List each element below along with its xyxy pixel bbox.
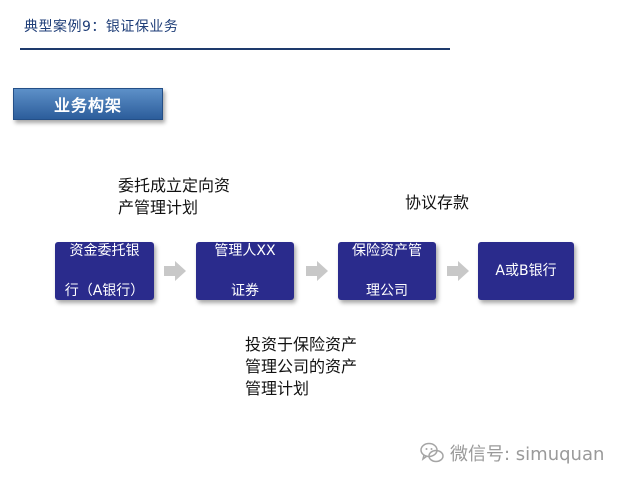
page-title: 典型案例9：银证保业务	[24, 19, 179, 35]
flow-node-bank-a-or-b: A或B银行	[478, 242, 574, 300]
flow-node-1-label: 资金委托银 行（A银行）	[59, 241, 150, 301]
flow-node-manager-securities: 管理人XX 证券	[196, 242, 294, 300]
note-invest-line-1: 投资于保险资产	[245, 335, 358, 354]
right-arrow-icon	[164, 261, 186, 281]
flow-node-fund-entrust-bank: 资金委托银 行（A银行）	[55, 242, 154, 300]
section-badge: 业务构架	[13, 88, 163, 120]
note-entrust: 委托成立定向资 产管理计划	[118, 175, 268, 219]
flow-node-4-label: A或B银行	[495, 263, 557, 279]
flow-node-1-line-1: 资金委托银	[69, 243, 140, 259]
watermark: 微信号: simuquan	[420, 440, 604, 466]
flow-node-2-label: 管理人XX 证券	[200, 241, 290, 301]
flow-node-3-line-1: 保险资产管	[352, 243, 422, 259]
right-arrow-shape	[164, 261, 186, 281]
flow-node-3-label: 保险资产管 理公司	[342, 241, 432, 301]
flow-node-3-line-2: 理公司	[366, 283, 408, 299]
right-arrow-icon	[447, 261, 469, 281]
note-deposit-line-1: 协议存款	[405, 193, 470, 212]
watermark-text: 微信号: simuquan	[450, 444, 605, 465]
section-badge-label: 业务构架	[53, 96, 122, 115]
right-arrow-icon	[306, 261, 328, 281]
right-arrow-shape	[306, 261, 328, 281]
flow-node-insurance-asset-mgmt: 保险资产管 理公司	[338, 242, 436, 300]
flow-node-2-line-2: 证券	[231, 283, 259, 299]
title-divider	[20, 48, 450, 50]
note-deposit: 协议存款	[405, 192, 525, 214]
flow-node-2-line-1: 管理人XX	[214, 243, 276, 259]
note-invest: 投资于保险资产 管理公司的资产 管理计划	[245, 334, 395, 400]
flow-node-1-line-2: 行（A银行）	[64, 283, 145, 299]
wechat-icon	[420, 442, 444, 463]
note-entrust-line-2: 产管理计划	[118, 198, 199, 217]
note-entrust-line-1: 委托成立定向资	[118, 176, 231, 195]
note-invest-line-3: 管理计划	[245, 379, 310, 398]
right-arrow-shape	[447, 261, 469, 281]
note-invest-line-2: 管理公司的资产	[245, 357, 358, 376]
